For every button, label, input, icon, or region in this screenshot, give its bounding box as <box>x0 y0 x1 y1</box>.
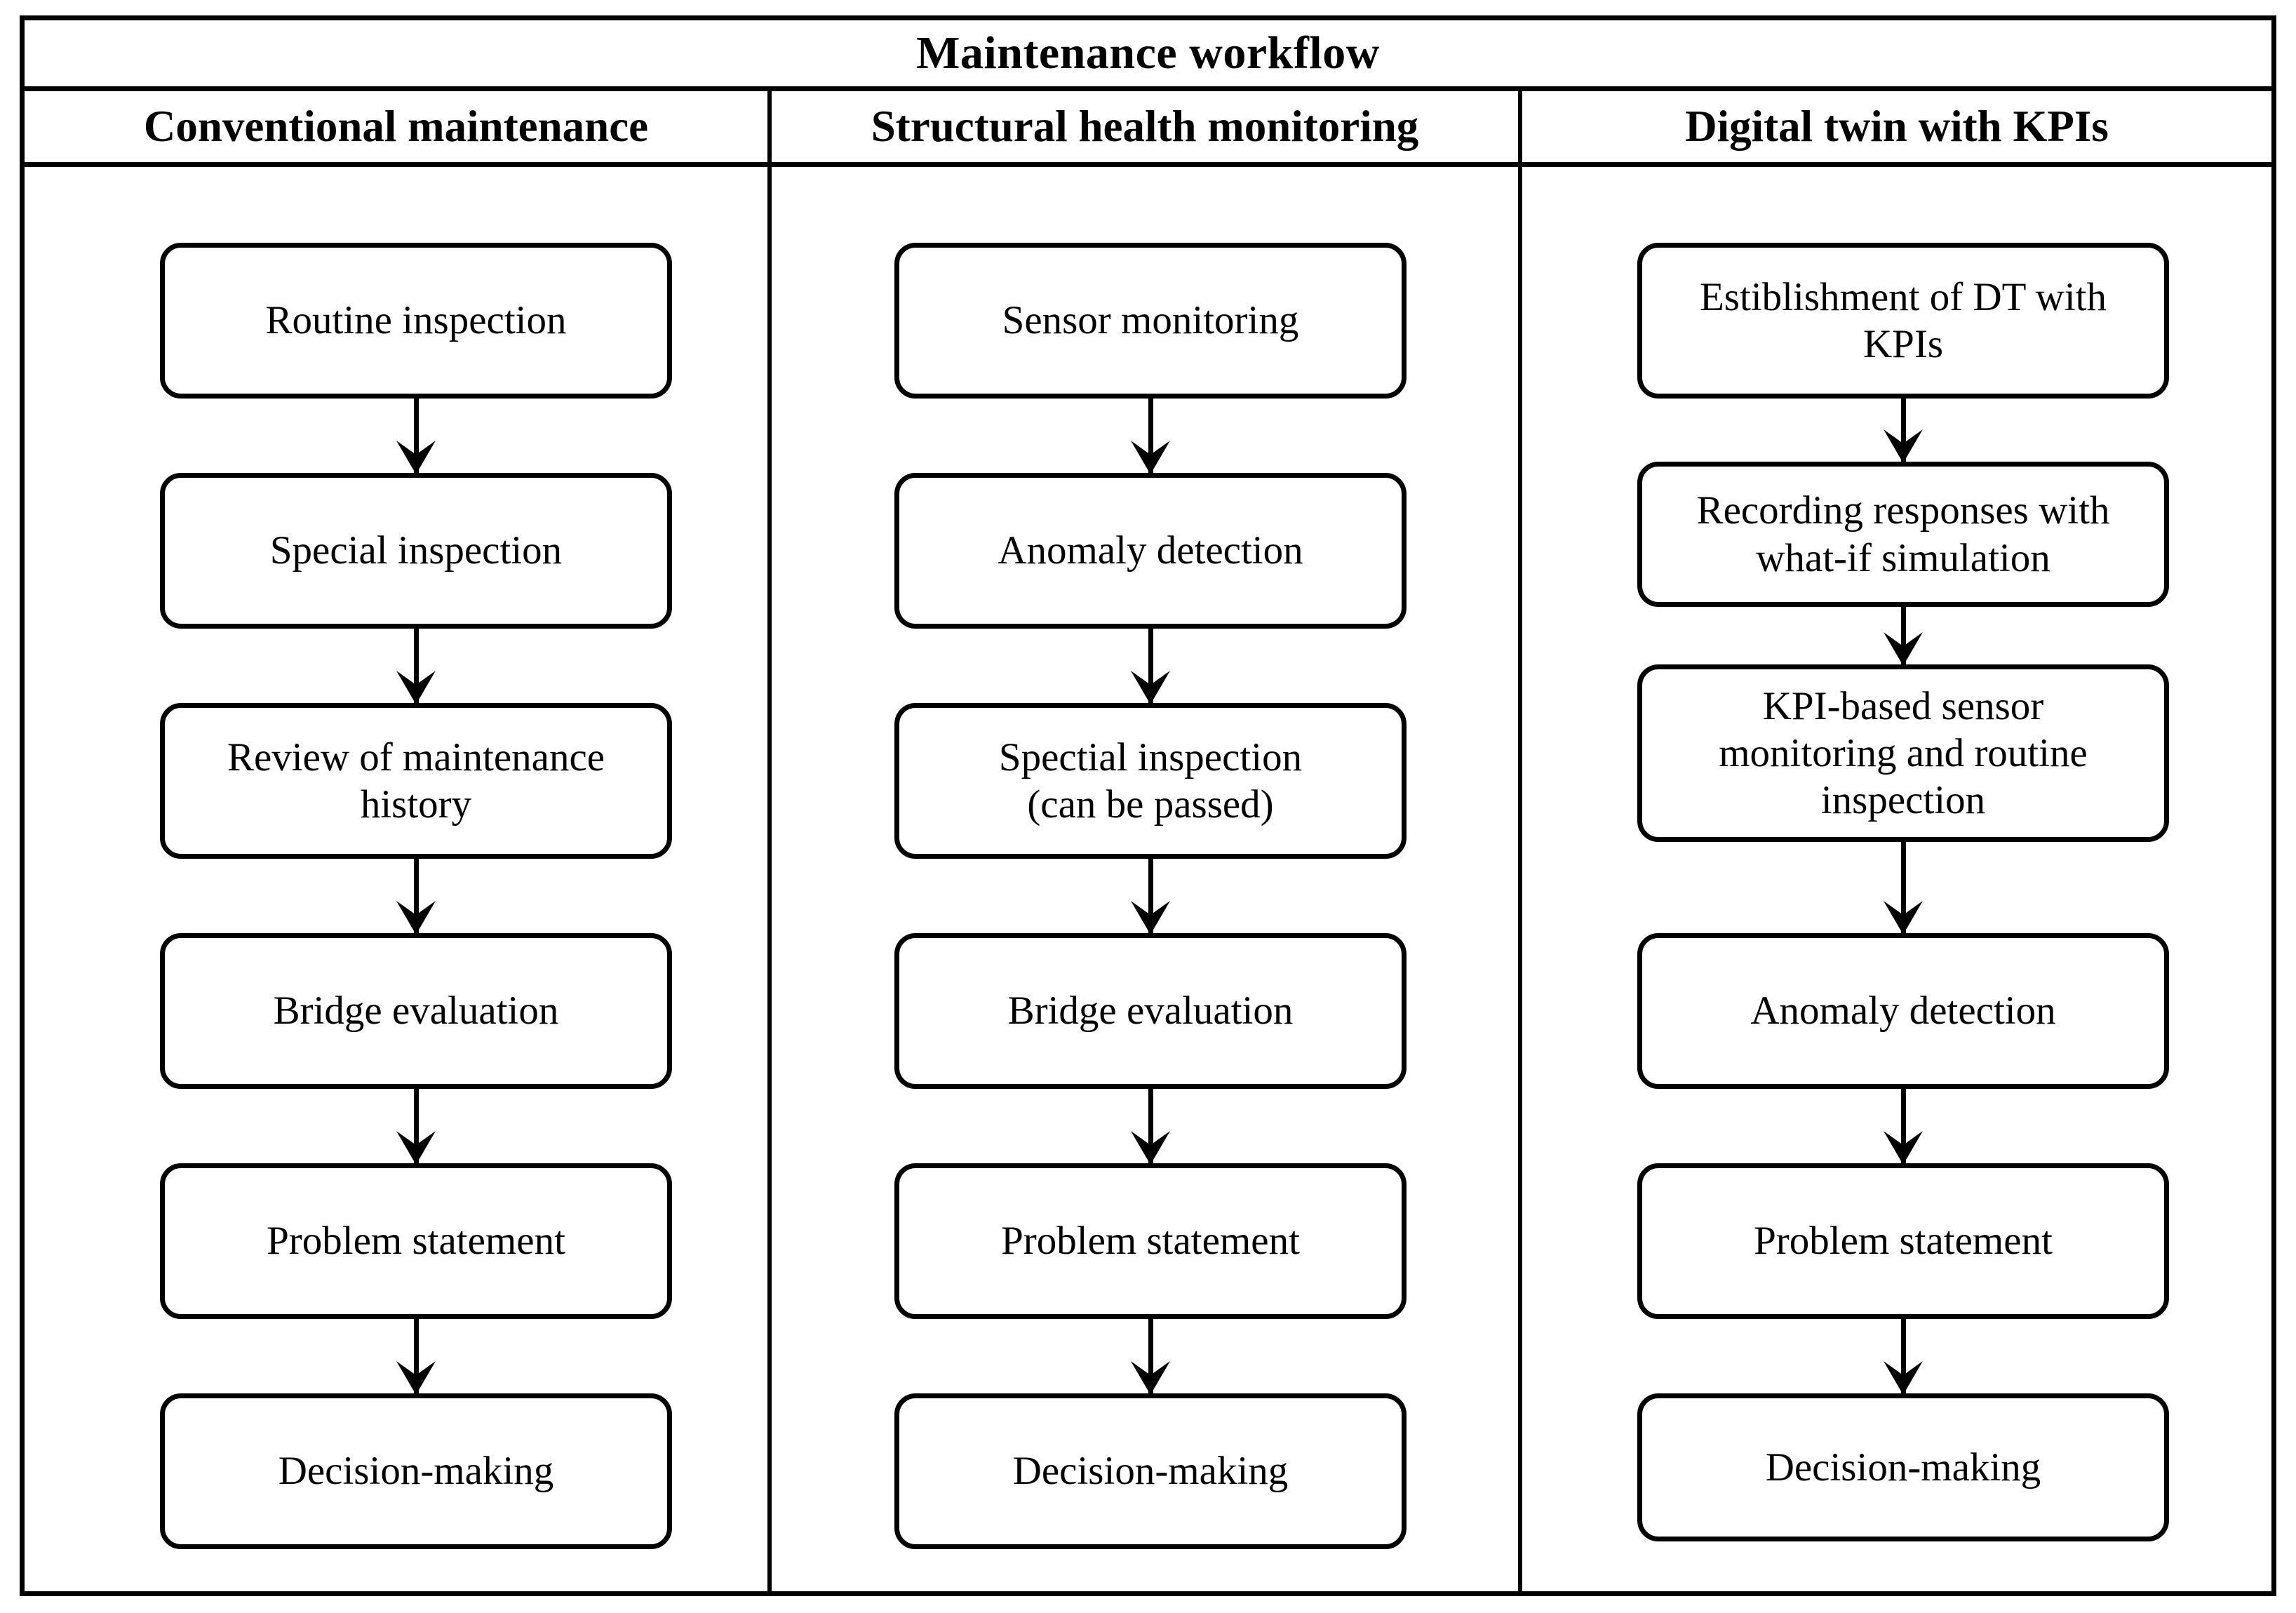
column-digital-twin-with-kpis: Estiblishment of DT with KPIs Recording … <box>1522 167 2271 1591</box>
column-header-digital-twin-with-kpis: Digital twin with KPIs <box>1522 91 2271 162</box>
column-structural-health-monitoring: Sensor monitoring Anomaly detection Spec… <box>772 167 1522 1591</box>
flow-node: Review of maintenance history <box>160 703 672 859</box>
column-header-structural-health-monitoring: Structural health monitoring <box>772 91 1522 162</box>
flow-node-label: Review of maintenance history <box>227 735 605 826</box>
flow-arrow <box>1882 842 1924 935</box>
flow-arrow <box>395 859 437 935</box>
flow-arrow <box>1129 859 1172 935</box>
flow-node: Problem statement <box>160 1163 672 1319</box>
flow-node: Sensor monitoring <box>894 243 1407 399</box>
flow-node-label: Recording responses with what-if simulat… <box>1696 488 2110 580</box>
flow-node-label: Decision-making <box>278 1449 554 1494</box>
column-header-label: Digital twin with KPIs <box>1685 102 2109 151</box>
flow-node: Problem statement <box>1637 1163 2169 1319</box>
flow-node-label: Decision-making <box>1765 1445 2041 1490</box>
flow-node: KPI-based sensor monitoring and routine … <box>1637 664 2169 842</box>
flow-arrow <box>395 1089 437 1165</box>
flow-node-label: Problem statement <box>267 1219 565 1264</box>
flow-node-label: KPI-based sensor monitoring and routine … <box>1719 683 2088 823</box>
flow-node-label: Special inspection <box>269 528 563 573</box>
flow-node-label: Anomaly detection <box>1750 989 2056 1033</box>
flow-arrow <box>395 399 437 474</box>
flow-arrow <box>395 629 437 704</box>
flow-node: Decision-making <box>894 1393 1407 1549</box>
flow-node-label: Estiblishment of DT with KPIs <box>1699 274 2107 366</box>
column-header-label: Structural health monitoring <box>871 102 1419 151</box>
flow-arrow <box>1882 1319 1924 1395</box>
flow-node: Anomaly detection <box>894 473 1407 629</box>
column-header-row: Conventional maintenance Structural heal… <box>25 91 2271 167</box>
workflow-table: Maintenance workflow Conventional mainte… <box>20 15 2276 1596</box>
flow-node-label: Problem statement <box>1754 1219 2053 1264</box>
flow-node: Recording responses with what-if simulat… <box>1637 462 2169 607</box>
column-header-conventional-maintenance: Conventional maintenance <box>25 91 772 162</box>
flow-node-label: Routine inspection <box>265 298 567 343</box>
flow-node-label: Bridge evaluation <box>1007 989 1294 1033</box>
figure-title-row: Maintenance workflow <box>25 20 2271 91</box>
workflow-columns: Routine inspection Special inspection Re… <box>25 167 2271 1591</box>
flow-node-label: Problem statement <box>1001 1219 1300 1264</box>
flow-arrow <box>1129 629 1172 704</box>
flow-node: Problem statement <box>894 1163 1407 1319</box>
flow-node: Bridge evaluation <box>894 933 1407 1089</box>
flow-node-label: Spectial inspection (can be passed) <box>998 735 1303 826</box>
flow-arrow <box>1129 399 1172 474</box>
flow-node: Spectial inspection (can be passed) <box>894 703 1407 859</box>
flow-node-label: Decision-making <box>1012 1449 1289 1494</box>
flow-node: Bridge evaluation <box>160 933 672 1089</box>
flow-node: Anomaly detection <box>1637 933 2169 1089</box>
flow-node: Decision-making <box>1637 1393 2169 1541</box>
flow-node: Special inspection <box>160 473 672 629</box>
flow-arrow <box>395 1319 437 1395</box>
flow-arrow <box>1129 1089 1172 1165</box>
flow-arrow <box>1129 1319 1172 1395</box>
flow-node-label: Anomaly detection <box>998 528 1303 573</box>
flow-node-label: Bridge evaluation <box>273 989 559 1033</box>
flow-node: Routine inspection <box>160 243 672 399</box>
flow-node-label: Sensor monitoring <box>1002 298 1299 343</box>
column-header-label: Conventional maintenance <box>143 102 649 151</box>
flow-arrow <box>1882 1089 1924 1165</box>
flow-arrow <box>1882 607 1924 666</box>
flow-node: Estiblishment of DT with KPIs <box>1637 243 2169 399</box>
flow-node: Decision-making <box>160 1393 672 1549</box>
page-title: Maintenance workflow <box>916 27 1380 79</box>
column-conventional-maintenance: Routine inspection Special inspection Re… <box>25 167 772 1591</box>
flow-arrow <box>1882 399 1924 463</box>
